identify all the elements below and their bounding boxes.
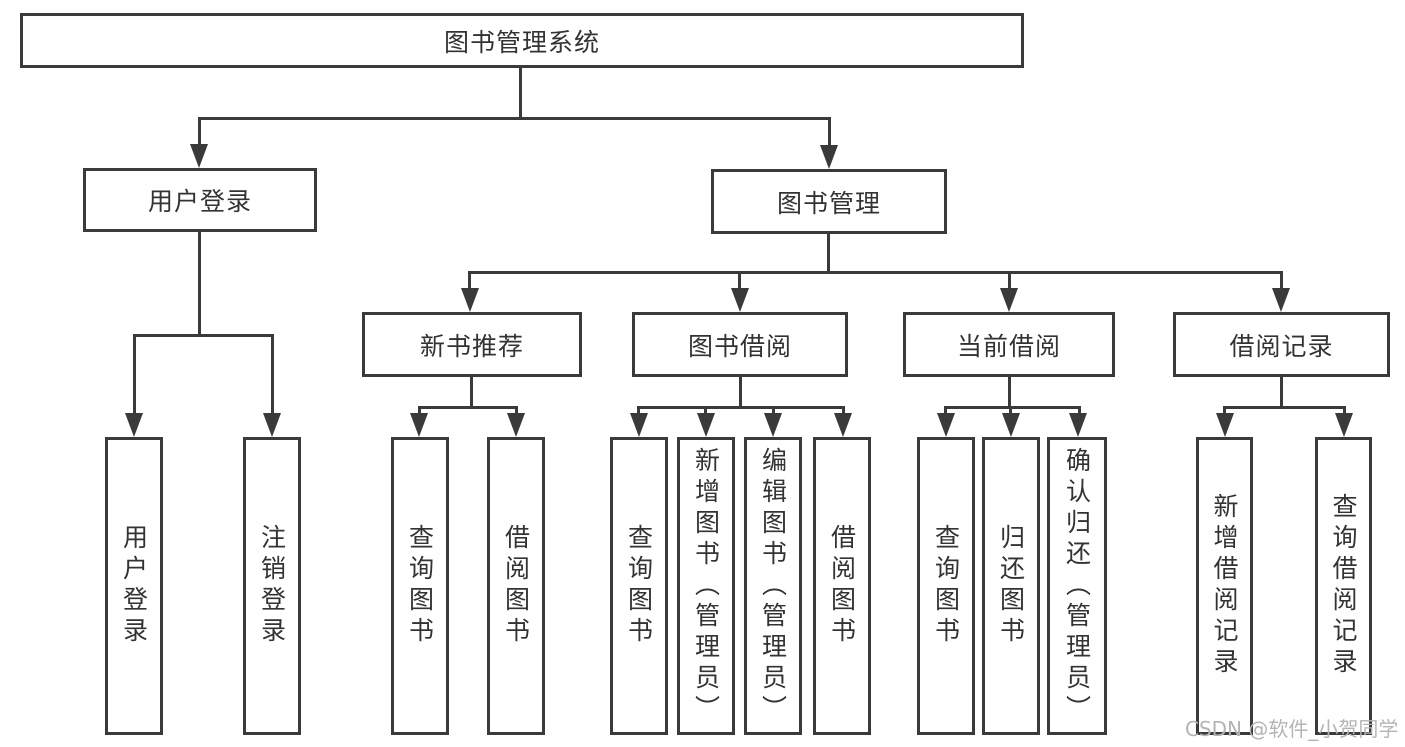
csdn-watermark: CSDN @软件_小贺同学 bbox=[1185, 717, 1399, 741]
connector-line bbox=[1078, 406, 1081, 418]
leaf-logout: 注销登录 bbox=[243, 437, 301, 735]
node-label: 注销登录 bbox=[257, 524, 287, 648]
node-label: 查询借阅记录 bbox=[1329, 493, 1358, 679]
connector-line bbox=[468, 271, 1283, 274]
connector-line bbox=[842, 406, 845, 418]
node-label: 编辑图书（管理员） bbox=[758, 446, 788, 726]
connector-line bbox=[468, 271, 471, 291]
node-label: 图书管理系统 bbox=[443, 27, 600, 57]
connector-line bbox=[1223, 406, 1346, 409]
connector-line bbox=[1343, 406, 1346, 418]
leaf-query-books: 查询图书 bbox=[391, 437, 449, 735]
connector-line bbox=[772, 406, 775, 418]
connector-line bbox=[1008, 271, 1011, 291]
connector-arrow bbox=[630, 413, 648, 437]
connector-arrow bbox=[1216, 413, 1234, 437]
leaf-borrow-books: 借阅图书 bbox=[813, 437, 871, 735]
connector-line bbox=[418, 406, 518, 409]
connector-line bbox=[418, 406, 421, 418]
connector-line bbox=[944, 406, 1081, 409]
node-label: 新增借阅记录 bbox=[1210, 493, 1239, 679]
connector-arrow bbox=[461, 288, 479, 312]
node-book-management: 图书管理 bbox=[711, 169, 947, 234]
connector-line bbox=[271, 334, 274, 416]
connector-arrow bbox=[937, 413, 955, 437]
leaf-user-login: 用户登录 bbox=[105, 437, 163, 735]
connector-line bbox=[827, 234, 830, 274]
connector-arrow bbox=[697, 413, 715, 437]
node-library-management-system: 图书管理系统 bbox=[20, 13, 1024, 68]
connector-line bbox=[637, 406, 845, 409]
connector-arrow bbox=[1000, 288, 1018, 312]
leaf-return-book: 归还图书 bbox=[982, 437, 1040, 735]
connector-arrow bbox=[507, 413, 525, 437]
leaf-query-books: 查询图书 bbox=[610, 437, 668, 735]
connector-line bbox=[1009, 406, 1012, 418]
connector-arrow bbox=[190, 144, 208, 168]
connector-line bbox=[704, 406, 707, 418]
node-label: 借阅记录 bbox=[1229, 331, 1334, 361]
node-label: 用户登录 bbox=[147, 187, 252, 216]
connector-arrow bbox=[125, 413, 143, 437]
node-label: 查询图书 bbox=[931, 524, 961, 648]
connector-arrow bbox=[764, 413, 782, 437]
node-label: 借阅图书 bbox=[501, 524, 531, 648]
connector-arrow bbox=[1069, 413, 1087, 437]
leaf-edit-book-admin: 编辑图书（管理员） bbox=[744, 437, 802, 735]
connector-arrow bbox=[1335, 413, 1353, 437]
node-label: 图书借阅 bbox=[687, 331, 792, 361]
connector-line bbox=[519, 68, 522, 120]
connector-line bbox=[198, 117, 201, 148]
node-book-borrow: 图书借阅 bbox=[632, 312, 848, 377]
node-label: 确认归还（管理员） bbox=[1062, 446, 1092, 726]
node-user-login: 用户登录 bbox=[83, 168, 317, 232]
connector-arrow bbox=[834, 413, 852, 437]
connector-line bbox=[133, 334, 136, 416]
node-current-borrow: 当前借阅 bbox=[903, 312, 1115, 377]
leaf-borrow-books: 借阅图书 bbox=[487, 437, 545, 735]
connector-line bbox=[739, 377, 742, 409]
connector-line bbox=[470, 377, 473, 409]
node-label: 查询图书 bbox=[405, 524, 435, 648]
node-label: 查询图书 bbox=[624, 524, 654, 648]
connector-arrow bbox=[1002, 413, 1020, 437]
leaf-confirm-return-admin: 确认归还（管理员） bbox=[1047, 437, 1107, 735]
connector-line bbox=[944, 406, 947, 418]
node-borrow-records: 借阅记录 bbox=[1173, 312, 1390, 377]
node-label: 用户登录 bbox=[119, 524, 149, 648]
connector-line bbox=[1008, 377, 1011, 409]
connector-arrow bbox=[410, 413, 428, 437]
connector-arrow bbox=[1272, 288, 1290, 312]
node-new-book-recommend: 新书推荐 bbox=[362, 312, 582, 377]
leaf-query-borrow-record: 查询借阅记录 bbox=[1315, 437, 1372, 735]
node-label: 归还图书 bbox=[996, 524, 1026, 648]
connector-line bbox=[637, 406, 640, 418]
connector-line bbox=[1280, 377, 1283, 409]
node-label: 借阅图书 bbox=[827, 524, 857, 648]
connector-line bbox=[198, 232, 201, 337]
leaf-query-books: 查询图书 bbox=[917, 437, 975, 735]
connector-arrow bbox=[820, 145, 838, 169]
node-label: 新书推荐 bbox=[419, 331, 524, 361]
connector-arrow bbox=[731, 288, 749, 312]
connector-line bbox=[198, 117, 831, 120]
node-label: 图书管理 bbox=[776, 188, 881, 218]
node-label: 当前借阅 bbox=[956, 331, 1061, 361]
node-label: 新增图书（管理员） bbox=[691, 446, 721, 726]
connector-line bbox=[738, 271, 741, 291]
connector-line bbox=[828, 117, 831, 148]
leaf-add-borrow-record: 新增借阅记录 bbox=[1196, 437, 1253, 735]
connector-line bbox=[1280, 271, 1283, 291]
leaf-add-book-admin: 新增图书（管理员） bbox=[677, 437, 735, 735]
connector-line bbox=[133, 334, 274, 337]
connector-line bbox=[1223, 406, 1226, 418]
connector-arrow bbox=[263, 413, 281, 437]
connector-line bbox=[515, 406, 518, 418]
